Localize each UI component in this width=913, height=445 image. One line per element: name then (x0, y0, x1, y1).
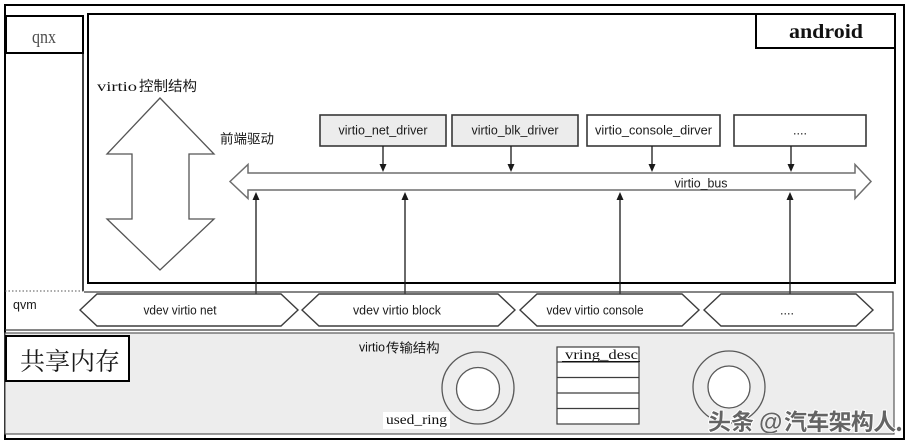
svg-text:vring_desc: vring_desc (565, 348, 638, 363)
svg-text:vdev virtio console: vdev virtio console (547, 304, 644, 318)
svg-text:virtio: virtio (97, 80, 137, 95)
svg-text:virtio: virtio (359, 341, 385, 355)
svg-text:....: .... (780, 304, 794, 318)
svg-text:virtio_console_dirver: virtio_console_dirver (595, 124, 712, 138)
svg-text:@: @ (759, 409, 782, 436)
svg-text:virtio_net_driver: virtio_net_driver (339, 124, 428, 138)
svg-text:android: android (789, 21, 863, 43)
svg-text:qvm: qvm (13, 298, 37, 312)
svg-text:qnx: qnx (32, 27, 56, 48)
svg-text:vdev virtio block: vdev virtio block (353, 304, 442, 318)
svg-text:vdev virtio net: vdev virtio net (144, 304, 217, 318)
svg-text:used_ring: used_ring (386, 412, 447, 427)
svg-text:virtio_bus: virtio_bus (675, 177, 728, 191)
svg-text:....: .... (793, 124, 807, 138)
svg-text:virtio_blk_driver: virtio_blk_driver (472, 124, 559, 138)
